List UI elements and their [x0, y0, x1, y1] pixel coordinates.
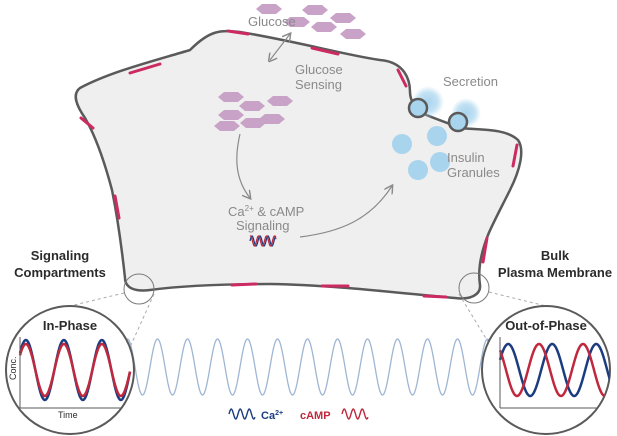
out-of-phase-camp-wave — [498, 342, 610, 398]
legend-ca-label: Ca2+ — [261, 410, 283, 422]
cell-body — [74, 29, 523, 300]
glucose-label: Glucose — [248, 14, 296, 29]
conc-axis-label: Conc. — [8, 356, 18, 380]
in-phase-panel — [5, 305, 135, 435]
signaling-compartments-label-1: Signaling — [31, 248, 90, 263]
signaling-compartments-label-2: Compartments — [14, 265, 106, 280]
signaling-to-granules-arrow — [299, 186, 392, 238]
bulk-membrane-wave — [119, 338, 501, 396]
glucose-sensing-label-2: Sensing — [295, 77, 342, 92]
glucose-transport-arrow — [270, 34, 290, 60]
compartment-spot — [123, 273, 155, 305]
insulin-granules — [392, 126, 450, 180]
out-of-phase-ca-wave — [498, 342, 610, 398]
in-phase-camp-wave — [18, 342, 132, 398]
legend-camp-label: cAMP — [300, 410, 331, 422]
secretion-vesicles — [407, 86, 481, 133]
in-phase-waves — [18, 338, 132, 402]
out-of-phase-waves — [498, 342, 610, 398]
insulin-label-1: Insulin — [447, 150, 485, 165]
glucose-inside — [214, 92, 293, 131]
mini-camp-wave — [249, 235, 277, 247]
out-of-phase-title: Out-of-Phase — [505, 318, 587, 333]
signaling-label-2: Signaling — [236, 218, 290, 233]
time-axis-label: Time — [58, 410, 78, 420]
membrane-highlights — [79, 29, 519, 299]
mini-signaling-waves — [249, 235, 277, 247]
legend-camp-wave-line — [341, 408, 369, 420]
zoom-lines — [69, 291, 547, 346]
bulk-spot — [458, 272, 490, 304]
in-phase-title: In-Phase — [43, 318, 97, 333]
glucose-outside — [256, 4, 366, 39]
bulk-wave-line — [119, 338, 501, 396]
insulin-label-2: Granules — [447, 165, 500, 180]
out-of-phase-panel — [481, 305, 611, 435]
secretion-label: Secretion — [443, 74, 498, 89]
bulk-label-2: Plasma Membrane — [498, 265, 612, 280]
bulk-label-1: Bulk — [541, 248, 570, 263]
signaling-label-1: Ca2+ & cAMP — [228, 204, 304, 219]
legend-ca-wave — [228, 408, 256, 420]
sensing-to-signaling-arrow — [236, 133, 250, 198]
glucose-sensing-label-1: Glucose — [295, 62, 343, 77]
legend-ca-wave-line — [228, 408, 256, 420]
legend-camp-wave — [341, 408, 369, 420]
